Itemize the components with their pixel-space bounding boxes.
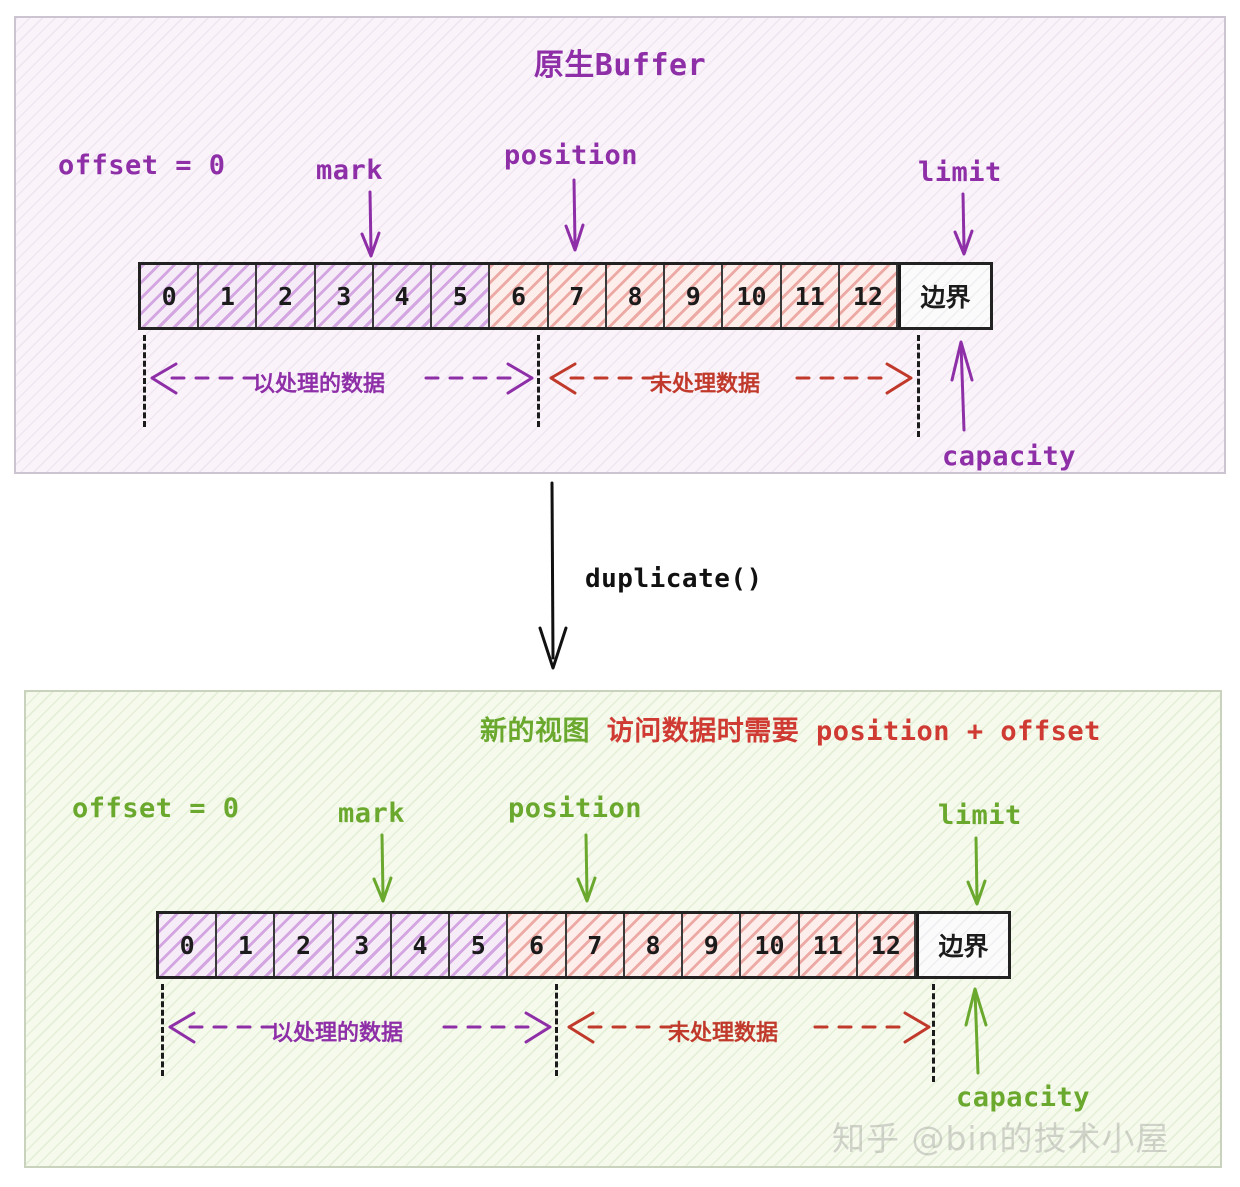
buffer-cell-bottom-4: 4 [391,914,451,976]
label-capacity-top: capacity [942,441,1077,472]
duplicate-label: duplicate() [585,564,763,594]
guide-offset-bottom [161,984,164,1076]
buffer-cell-top-13: 边界 [898,265,991,327]
label-capacity-bottom: capacity [956,1082,1091,1113]
watermark: 知乎 @bin的技术小屋 [832,1119,1170,1158]
buffer-cell-top-5: 5 [432,265,491,327]
buffer-cell-top-4: 4 [373,265,433,327]
label-position-top: position [504,140,639,171]
buffer-cell-bottom-9: 9 [683,914,742,976]
buffer-cell-top-3: 3 [315,265,374,327]
capacity-arrow-icon-top [950,340,974,432]
guide-offset-top [143,335,146,427]
bottom-title-note: 访问数据时需要 position + offset [606,716,1101,747]
buffer-cell-top-9: 9 [665,265,724,327]
buffer-cell-top-11: 11 [781,265,840,327]
buffer-cell-bottom-3: 3 [333,914,392,976]
buffer-cell-bottom-5: 5 [450,914,509,976]
bottom-panel-title: 新的视图 访问数据时需要 position + offset [480,709,1101,748]
label-mark-top: mark [316,155,384,186]
buffer-cell-bottom-8: 8 [624,914,684,976]
buffer-cell-bottom-6: 6 [508,914,567,976]
span-label-processed-top: 以处理的数据 [253,372,386,397]
mark-arrow-icon-bottom [372,833,393,903]
buffer-cell-top-10: 10 [723,265,782,327]
buffer-cell-top-8: 8 [606,265,666,327]
buffer-cell-top-12: 12 [839,265,899,327]
label-limit-top: limit [918,157,1002,188]
position-arrow-icon-top [564,178,585,252]
label-mark-bottom: mark [338,798,406,829]
buffer-cell-bottom-7: 7 [566,914,625,976]
page-title: 原生Buffer [533,48,707,83]
guide-position-bottom [555,984,558,1076]
processed-span-arrow-top [150,362,534,395]
buffer-cell-top-2: 2 [257,265,316,327]
buffer-cell-bottom-2: 2 [275,914,334,976]
guide-capacity-bottom [932,984,935,1082]
original-buffer-panel [14,16,1226,474]
guide-capacity-top [917,335,920,437]
duplicate-arrow-icon [538,481,568,670]
span-label-processed-bottom: 以处理的数据 [271,1021,404,1046]
limit-arrow-icon-top [953,192,974,256]
buffer-cell-top-6: 6 [490,265,549,327]
bottom-title-cn: 新的视图 [480,716,590,747]
span-label-unprocessed-bottom: 未处理数据 [668,1021,779,1046]
unprocessed-span-arrow-top [549,362,913,395]
label-limit-bottom: limit [938,800,1022,831]
position-arrow-icon-bottom [576,833,597,903]
label-position-bottom: position [508,793,643,824]
guide-position-top [537,335,540,427]
capacity-arrow-icon-bottom [964,987,988,1075]
buffer-cell-bottom-0: 0 [159,914,218,976]
buffer-cell-top-0: 0 [141,265,200,327]
buffer-cell-bottom-1: 1 [217,914,276,976]
buffer-cell-top-7: 7 [548,265,607,327]
processed-span-arrow-bottom [168,1011,552,1044]
buffer-cell-bottom-11: 11 [799,914,858,976]
label-offset-top: offset = 0 [58,150,226,181]
label-offset-bottom: offset = 0 [72,793,240,824]
buffer-cell-bottom-10: 10 [741,914,800,976]
buffer-cell-bottom-13: 边界 [916,914,1009,976]
buffer-cell-bottom-12: 12 [857,914,917,976]
span-label-unprocessed-top: 未处理数据 [650,372,761,397]
mark-arrow-icon-top [360,190,381,258]
buffer-cell-top-1: 1 [199,265,258,327]
limit-arrow-icon-bottom [966,836,987,906]
unprocessed-span-arrow-bottom [567,1011,931,1044]
